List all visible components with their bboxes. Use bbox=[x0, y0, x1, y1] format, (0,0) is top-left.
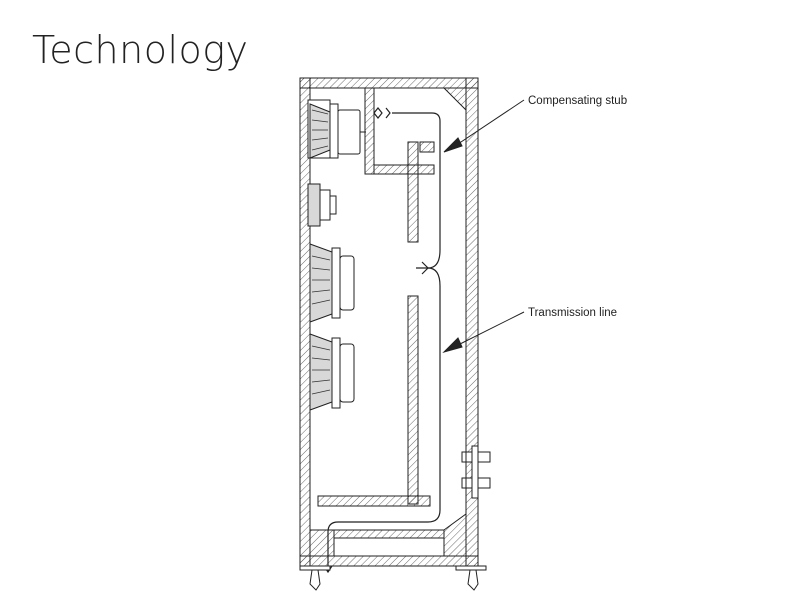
tweeter bbox=[307, 183, 337, 227]
transmission-line-divider bbox=[317, 141, 435, 507]
middle-woofer bbox=[309, 243, 355, 323]
compensating-stub-chamber bbox=[364, 87, 435, 175]
label-compensating-stub: Compensating stub bbox=[528, 95, 627, 107]
bottom-fold bbox=[309, 513, 467, 557]
stub-arrow-icon bbox=[373, 107, 391, 119]
feet bbox=[299, 565, 487, 591]
lower-woofer bbox=[309, 333, 355, 411]
binding-posts-icon bbox=[461, 445, 491, 499]
upper-woofer bbox=[307, 99, 366, 159]
page-title: Technology bbox=[32, 28, 249, 72]
callout-leaders bbox=[442, 99, 525, 353]
label-transmission-line: Transmission line bbox=[528, 307, 617, 319]
